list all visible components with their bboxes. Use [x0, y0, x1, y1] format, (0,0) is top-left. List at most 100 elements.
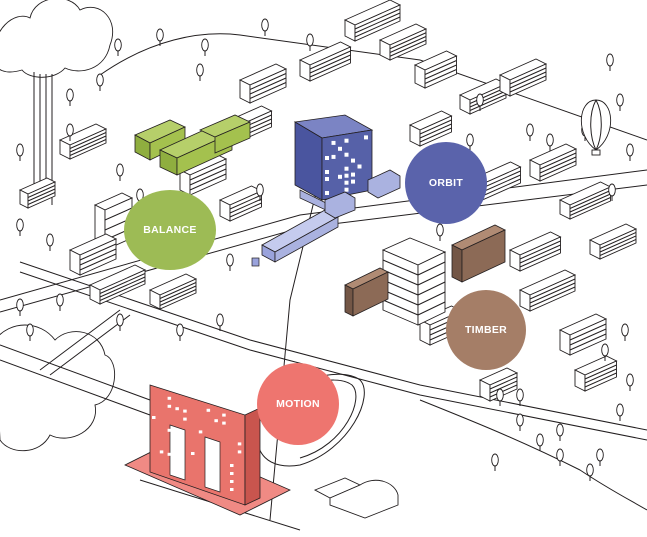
window: [345, 174, 349, 178]
tree-icon: [437, 224, 444, 241]
district-badge-motion[interactable]: MOTION: [257, 363, 339, 445]
window: [207, 409, 211, 412]
window: [345, 167, 349, 171]
window: [345, 153, 349, 157]
tree-icon: [17, 299, 24, 316]
tree-icon: [17, 144, 24, 161]
tree-icon: [627, 144, 634, 161]
window: [168, 397, 172, 400]
window: [345, 181, 349, 185]
window: [168, 453, 172, 456]
district-label-timber: TIMBER: [465, 324, 507, 336]
building: [300, 42, 351, 81]
window: [325, 177, 329, 181]
window: [168, 405, 172, 408]
window: [222, 414, 226, 417]
tree-icon: [597, 449, 604, 466]
tree-icon: [537, 434, 544, 451]
window: [168, 429, 172, 432]
building: [415, 51, 457, 88]
window: [191, 452, 195, 455]
tree-icon: [67, 89, 74, 106]
building: [90, 265, 145, 304]
district-label-motion: MOTION: [276, 398, 320, 410]
tree-icon: [57, 294, 64, 311]
window: [345, 188, 349, 192]
window: [214, 419, 218, 422]
building: [530, 144, 576, 181]
window: [332, 155, 336, 159]
window: [230, 488, 234, 491]
tree-icon: [117, 164, 124, 181]
tree-icon: [557, 449, 564, 466]
window: [358, 165, 362, 169]
district-badge-timber[interactable]: TIMBER: [446, 290, 526, 370]
tree-icon: [262, 19, 269, 36]
district-badge-orbit[interactable]: ORBIT: [405, 142, 487, 224]
tree-icon: [307, 34, 314, 51]
tree-icon: [217, 314, 224, 331]
tree-icon: [627, 374, 634, 391]
window: [230, 480, 234, 483]
tree-icon: [527, 124, 534, 141]
tree-icon: [17, 219, 24, 236]
window: [152, 416, 156, 419]
building: [380, 24, 426, 60]
building: [240, 64, 286, 103]
tree-icon: [547, 134, 554, 151]
tree-icon: [517, 389, 524, 406]
window: [183, 418, 187, 421]
window: [222, 422, 226, 425]
stadium-roof: [315, 478, 398, 518]
building: [560, 314, 606, 355]
cloud-top-left: [0, 0, 113, 205]
tree-icon: [115, 39, 122, 56]
window: [175, 407, 179, 410]
window: [345, 139, 349, 143]
hot-air-balloon: [581, 100, 610, 155]
window: [325, 170, 329, 174]
window: [238, 450, 242, 453]
district-badge-balance[interactable]: BALANCE: [124, 190, 216, 270]
tree-icon: [227, 254, 234, 271]
tree-icon: [97, 74, 104, 91]
cloud-bottom-left: [0, 325, 115, 451]
building: [500, 59, 546, 96]
window: [325, 156, 329, 160]
building: [520, 270, 575, 311]
building: [560, 182, 611, 219]
tree-icon: [617, 404, 624, 421]
building: [20, 178, 55, 208]
window: [351, 173, 355, 177]
building: [510, 232, 561, 271]
tree-icon: [617, 94, 624, 111]
tree-icon: [607, 54, 614, 71]
tree-icon: [197, 64, 204, 81]
window: [230, 464, 234, 467]
district-label-orbit: ORBIT: [429, 177, 463, 189]
tree-icon: [492, 454, 499, 471]
building: [150, 274, 196, 309]
central-tower: [383, 238, 445, 325]
orbit-building: [252, 115, 400, 266]
tree-icon: [117, 314, 124, 331]
tree-icon: [517, 414, 524, 431]
window: [238, 442, 242, 445]
building: [590, 224, 636, 259]
window: [160, 450, 164, 453]
building: [220, 186, 262, 221]
window: [351, 159, 355, 163]
tree-icon: [557, 424, 564, 441]
window: [199, 430, 203, 433]
window: [364, 135, 368, 139]
district-label-balance: BALANCE: [143, 224, 196, 236]
tree-icon: [497, 389, 504, 406]
tree-icon: [47, 234, 54, 251]
window: [183, 410, 187, 413]
window: [351, 180, 355, 184]
building: [410, 111, 452, 146]
window: [338, 175, 342, 179]
window: [332, 141, 336, 145]
